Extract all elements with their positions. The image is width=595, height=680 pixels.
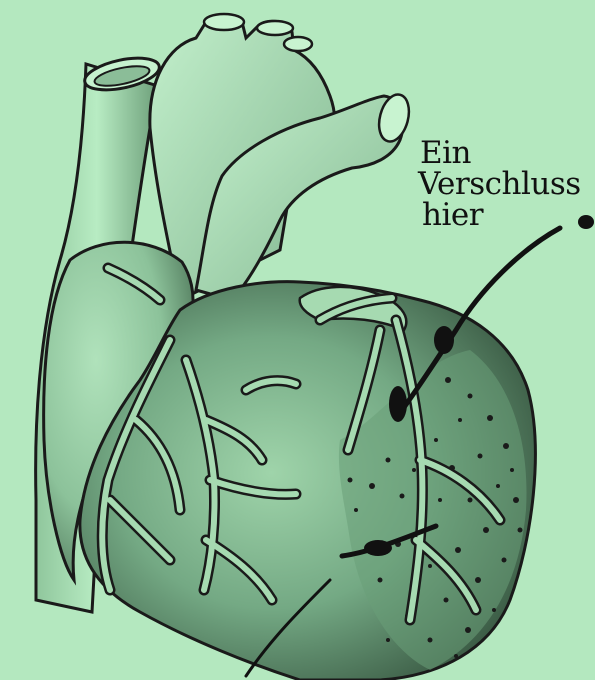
label-line-1: Ein <box>418 138 581 169</box>
label-line-2: Verschluss <box>418 169 581 200</box>
label-line-3: hier <box>418 200 581 231</box>
occlusion-label: Ein Verschluss hier <box>418 138 581 231</box>
